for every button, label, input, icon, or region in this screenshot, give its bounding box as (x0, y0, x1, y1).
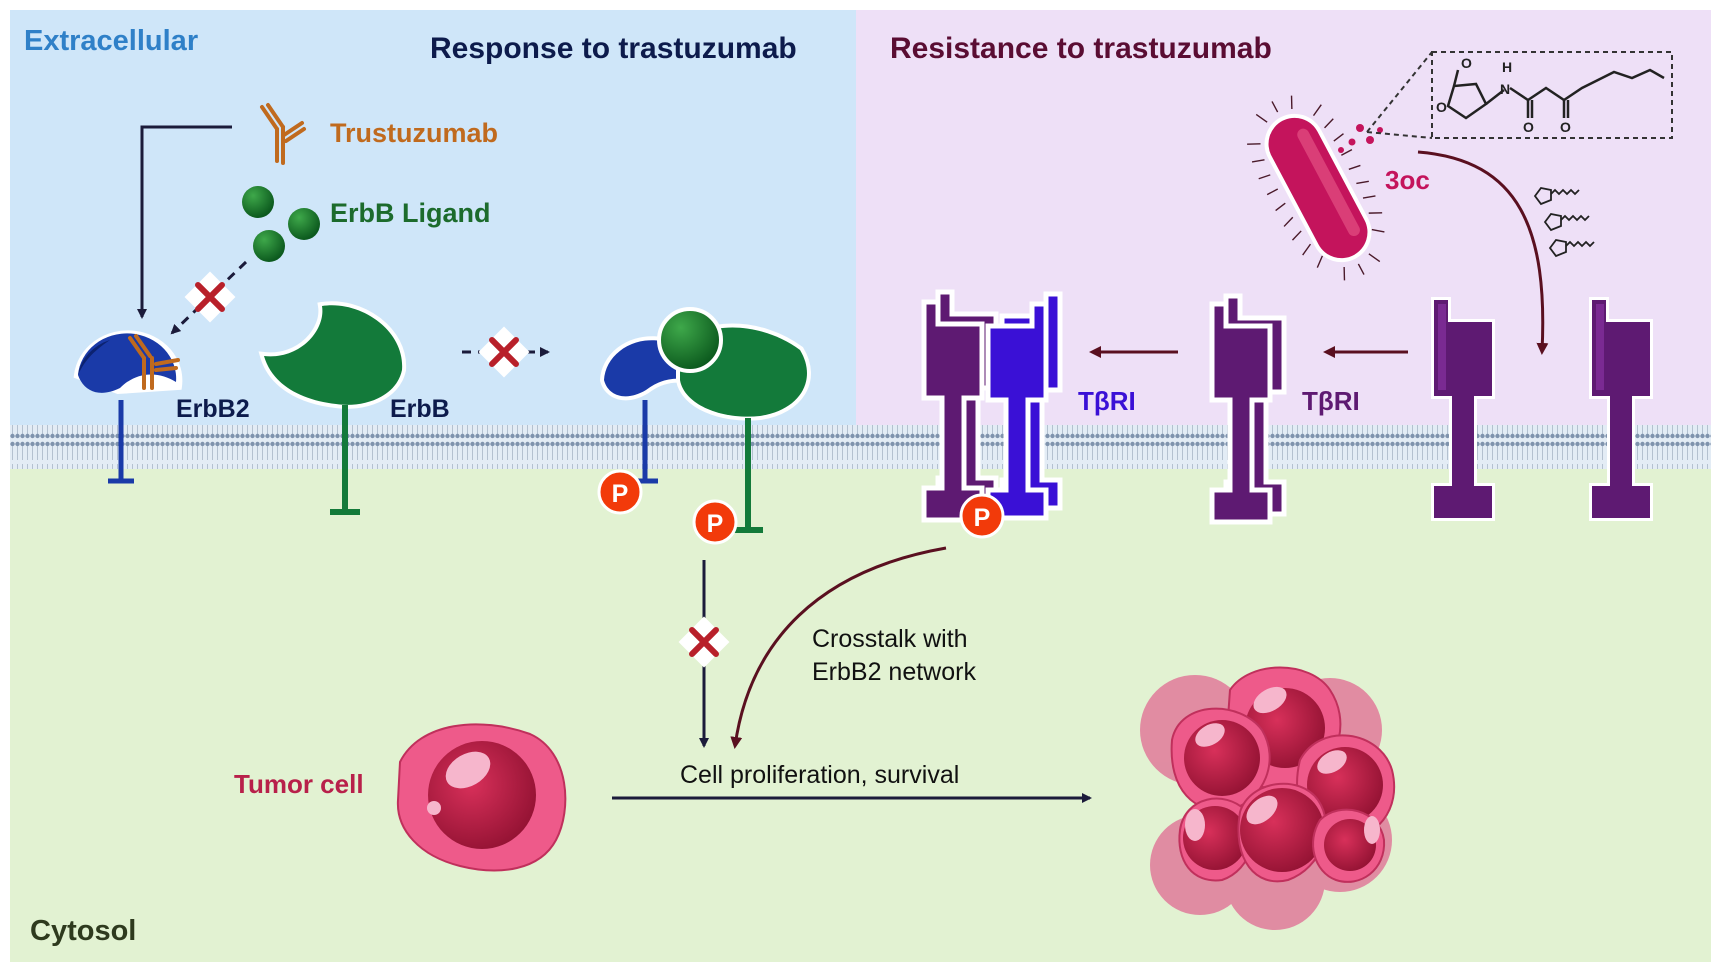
tumor-cell-label: Tumor cell (234, 769, 364, 799)
tbri-receptor-monomer-2 (1431, 297, 1495, 521)
svg-text:H: H (1502, 59, 1512, 75)
erbb2-label: ErbB2 (176, 395, 250, 423)
3oc-ligand-icons (1533, 187, 1595, 258)
svg-text:O: O (1523, 119, 1534, 135)
erbb2-erbb-heterodimer (599, 307, 811, 533)
svg-text:N: N (1500, 81, 1510, 97)
3oc-binding-arrow (1417, 150, 1549, 355)
svg-text:O: O (1461, 55, 1472, 71)
cytosol-label: Cytosol (30, 915, 136, 947)
phospho-icon-2: P (692, 499, 738, 545)
svg-text:O: O (1436, 99, 1447, 115)
phospho-icon-1: P (597, 469, 643, 515)
svg-text:O: O (1560, 119, 1571, 135)
cytosol-region (10, 430, 1711, 962)
lipid-bilayer (10, 425, 1711, 469)
antibody-icon (260, 103, 306, 165)
bacterium-icon (1247, 95, 1385, 281)
tbri-receptor-monomer-1 (1589, 297, 1653, 521)
resistance-panel-title: Resistance to trastuzumab (890, 32, 1272, 65)
trastuzumab-binding-arrow (137, 125, 232, 319)
crosstalk-label-line2: ErbB2 network (812, 658, 976, 686)
tbri-receptor-dimer (1209, 293, 1287, 525)
svg-text:P: P (974, 504, 991, 532)
extracellular-label: Extracellular (24, 25, 198, 57)
crosstalk-arrow (730, 546, 947, 749)
trastuzumab-label: Trustuzumab (330, 118, 498, 148)
tbri-label-1: TβRI (1078, 386, 1136, 416)
3oc-label: 3oc (1385, 165, 1430, 195)
svg-text:P: P (707, 510, 724, 538)
erbb2-receptor-bound (73, 330, 183, 484)
tbri-label-2: TβRI (1302, 386, 1360, 416)
erbb-receptor (258, 301, 407, 515)
svg-text:P: P (612, 480, 629, 508)
response-panel-title: Response to trastuzumab (430, 32, 797, 65)
erbb-ligand-label: ErbB Ligand (330, 198, 491, 228)
tbri-erbb2-cluster (921, 289, 1063, 523)
3oc-chemical-structure: O O N H O O (1431, 51, 1673, 139)
erbb-ligand-icon (242, 186, 320, 262)
tumor-cell-icon (396, 723, 567, 872)
phospho-icon-3: P (959, 493, 1005, 539)
zoom-lines (1366, 51, 1433, 139)
crosstalk-label-line1: Crosstalk with (812, 625, 968, 653)
3oc-molecule-dots (1338, 124, 1383, 153)
tumor-cluster-icon (1140, 666, 1396, 930)
erbb-label: ErbB (390, 395, 450, 423)
proliferation-label: Cell proliferation, survival (680, 761, 959, 789)
